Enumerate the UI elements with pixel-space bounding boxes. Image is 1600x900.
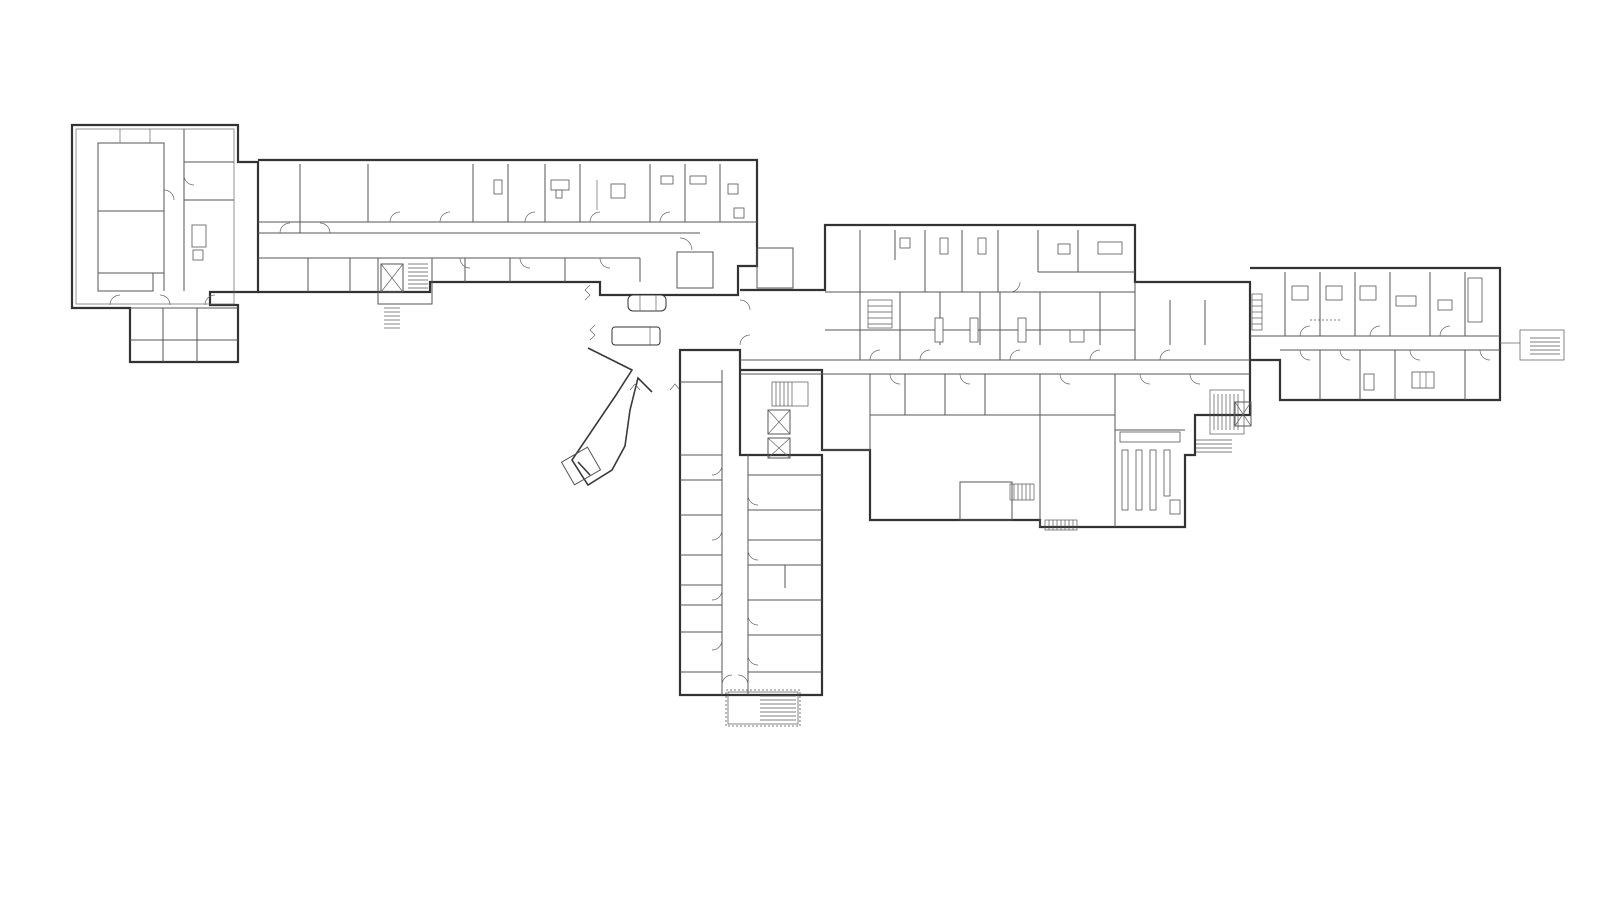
south-wing xyxy=(678,348,824,727)
north-corridor-wing xyxy=(258,158,794,329)
west-wing xyxy=(70,123,260,364)
central-wing xyxy=(739,223,1252,531)
parking-area xyxy=(560,284,681,487)
entrance-ramp xyxy=(571,347,653,487)
car xyxy=(627,294,667,312)
east-wing xyxy=(1250,266,1565,402)
van xyxy=(611,326,661,346)
shelving xyxy=(1119,431,1181,515)
